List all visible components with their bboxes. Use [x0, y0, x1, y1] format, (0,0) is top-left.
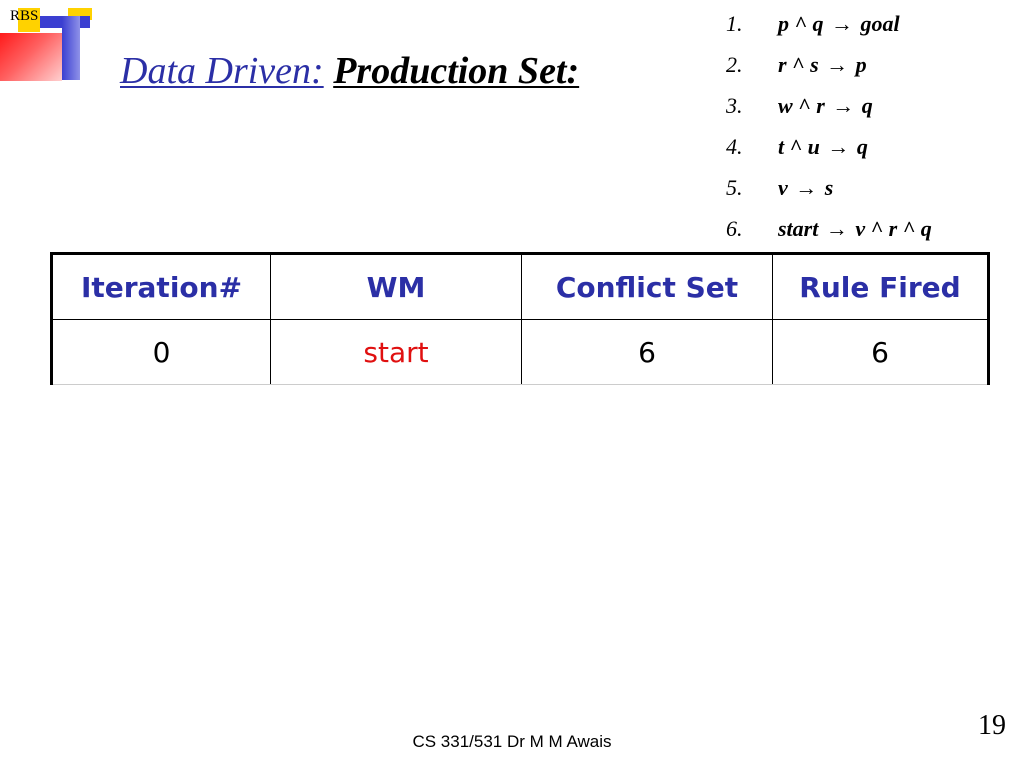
title-data-driven: Data Driven: [120, 50, 324, 92]
arrow-icon: → [825, 216, 848, 241]
rule-number: 6. [726, 216, 743, 241]
cell-rule-fired: 6 [772, 319, 989, 385]
rule-item: 3. w ^ r → q [726, 88, 932, 129]
rule-rhs: q [861, 93, 873, 118]
table-row: 0 start 6 6 [51, 319, 989, 385]
cell-conflict-set: 6 [521, 319, 773, 385]
slide-footer: CS 331/531 Dr M M Awais [412, 732, 612, 751]
header-conflict-set: Conflict Set [521, 253, 773, 320]
rule-rhs: goal [860, 11, 900, 36]
rule-lhs: v [778, 175, 788, 200]
rule-number: 3. [726, 93, 743, 118]
logo-blue-bar-vertical [62, 16, 80, 80]
rule-text: r ^ s → p [778, 47, 867, 88]
rule-lhs: p ^ q [778, 11, 824, 36]
page-number: 19 [978, 710, 1006, 741]
header-iteration: Iteration# [51, 253, 271, 320]
logo-text: RBS [10, 8, 39, 24]
rule-number: 1. [726, 11, 743, 36]
rule-text: t ^ u → q [778, 129, 868, 170]
iteration-table-container: Iteration# WM Conflict Set Rule Fired 0 … [50, 252, 990, 385]
rule-text: p ^ q → goal [778, 6, 900, 47]
rule-rhs: p [855, 52, 867, 77]
cell-wm: start [270, 319, 522, 385]
rule-item: 1. p ^ q → goal [726, 6, 932, 47]
rule-item: 2. r ^ s → p [726, 47, 932, 88]
rule-item: 6. start → v ^ r ^ q [726, 211, 932, 252]
arrow-icon: → [832, 93, 855, 118]
table-header-row: Iteration# WM Conflict Set Rule Fired [51, 253, 989, 320]
production-rules-list: 1. p ^ q → goal 2. r ^ s → p 3. w ^ r → … [726, 6, 932, 252]
arrow-icon: → [795, 175, 818, 200]
arrow-icon: → [826, 52, 849, 77]
header-wm: WM [270, 253, 522, 320]
title-production-set: Production Set: [333, 50, 580, 92]
rule-rhs: s [824, 175, 834, 200]
rule-rhs: v ^ r ^ q [855, 216, 932, 241]
rule-lhs: r ^ s [778, 52, 819, 77]
arrow-icon: → [831, 11, 854, 36]
rule-item: 4. t ^ u → q [726, 129, 932, 170]
arrow-icon: → [827, 134, 850, 159]
rule-item: 5. v → s [726, 170, 932, 211]
rule-number: 2. [726, 52, 743, 77]
rule-text: start → v ^ r ^ q [778, 211, 932, 252]
rule-lhs: start [778, 216, 819, 241]
cell-iteration: 0 [51, 319, 271, 385]
rule-number: 5. [726, 175, 743, 200]
rule-rhs: q [856, 134, 868, 159]
logo-yellow-block [18, 8, 40, 32]
slide-title: Data Driven: Production Set: [120, 48, 579, 94]
rule-lhs: t ^ u [778, 134, 820, 159]
rule-lhs: w ^ r [778, 93, 825, 118]
logo-red-block [0, 33, 62, 81]
rule-number: 4. [726, 134, 743, 159]
iteration-table: Iteration# WM Conflict Set Rule Fired 0 … [50, 252, 990, 385]
rule-text: v → s [778, 170, 833, 211]
rule-text: w ^ r → q [778, 88, 873, 129]
rbs-logo: RBS [0, 0, 100, 85]
header-rule-fired: Rule Fired [772, 253, 989, 320]
